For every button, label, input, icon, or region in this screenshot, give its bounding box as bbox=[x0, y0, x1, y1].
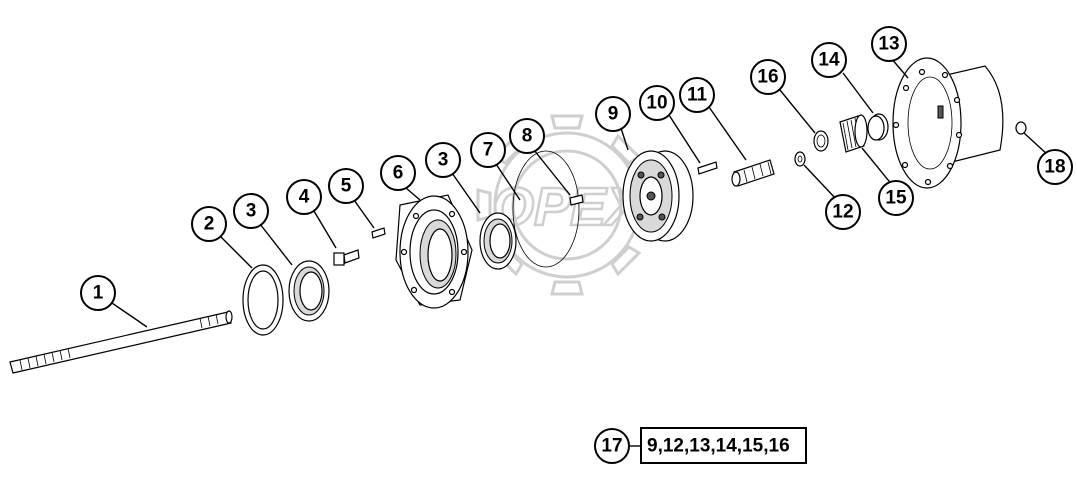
part-sun-gear bbox=[731, 159, 775, 187]
svg-text:1: 1 bbox=[93, 283, 104, 304]
callout-16: 16 bbox=[750, 59, 786, 95]
svg-text:14: 14 bbox=[818, 50, 840, 71]
kit-box bbox=[640, 427, 807, 464]
part-needle-bearing bbox=[839, 114, 868, 153]
svg-text:11: 11 bbox=[687, 85, 708, 106]
callout-9: 9 bbox=[595, 96, 631, 132]
callout-3: 3 bbox=[233, 193, 269, 229]
part-carrier-bolt bbox=[697, 161, 718, 175]
callout-5: 5 bbox=[328, 168, 364, 204]
svg-text:13: 13 bbox=[878, 34, 899, 55]
svg-text:8: 8 bbox=[522, 126, 533, 147]
callout-8: 8 bbox=[509, 118, 545, 154]
callout-15: 15 bbox=[878, 180, 914, 216]
svg-text:3: 3 bbox=[438, 150, 449, 171]
part-axle-shaft bbox=[9, 310, 233, 374]
svg-text:5: 5 bbox=[341, 176, 352, 197]
svg-text:4: 4 bbox=[299, 187, 310, 208]
svg-text:15: 15 bbox=[885, 188, 907, 209]
svg-text:7: 7 bbox=[483, 140, 494, 161]
part-seal-ring bbox=[242, 264, 284, 336]
part-hub-flange bbox=[395, 194, 473, 309]
callout-12: 12 bbox=[825, 194, 861, 230]
svg-text:3: 3 bbox=[246, 201, 257, 222]
callout-10: 10 bbox=[639, 85, 675, 121]
callout-14: 14 bbox=[811, 42, 847, 78]
svg-text:9: 9 bbox=[608, 104, 619, 125]
part-washer bbox=[794, 151, 806, 167]
callout-3-right: 3 bbox=[425, 142, 461, 178]
svg-text:16: 16 bbox=[757, 67, 778, 88]
kit-contents: 9,12,13,14,15,16 bbox=[647, 436, 790, 457]
callout-4: 4 bbox=[286, 179, 322, 215]
leader-lines bbox=[111, 57, 1049, 328]
kit-callout: 17 9,12,13,14,15,16 bbox=[594, 427, 807, 464]
part-planetary-carrier bbox=[622, 150, 694, 242]
callout-1: 1 bbox=[80, 275, 116, 311]
callout-18: 18 bbox=[1037, 149, 1073, 185]
part-housing bbox=[892, 57, 1004, 189]
part-spacer-ring bbox=[867, 113, 889, 141]
watermark-text: OPEX bbox=[492, 177, 645, 237]
callout-6: 6 bbox=[380, 155, 416, 191]
svg-text:18: 18 bbox=[1044, 157, 1065, 178]
svg-text:6: 6 bbox=[393, 163, 404, 184]
callout-13: 13 bbox=[871, 26, 907, 62]
svg-text:12: 12 bbox=[832, 202, 853, 223]
part-o-ring bbox=[512, 150, 580, 268]
part-dowel-pin bbox=[569, 194, 584, 206]
part-pin-small bbox=[371, 227, 386, 239]
opex-watermark: OPEX bbox=[476, 114, 658, 296]
part-bolt bbox=[333, 249, 360, 266]
callout-7: 7 bbox=[470, 132, 506, 168]
callout-11: 11 bbox=[679, 77, 715, 113]
svg-text:10: 10 bbox=[646, 93, 667, 114]
part-oil-seal-left bbox=[288, 260, 330, 322]
kit-number: 17 bbox=[601, 436, 622, 457]
svg-text:2: 2 bbox=[204, 214, 215, 235]
callout-2: 2 bbox=[191, 206, 227, 242]
part-circlip bbox=[813, 130, 829, 152]
part-plug bbox=[1015, 121, 1027, 135]
part-oil-seal-right bbox=[479, 212, 517, 270]
